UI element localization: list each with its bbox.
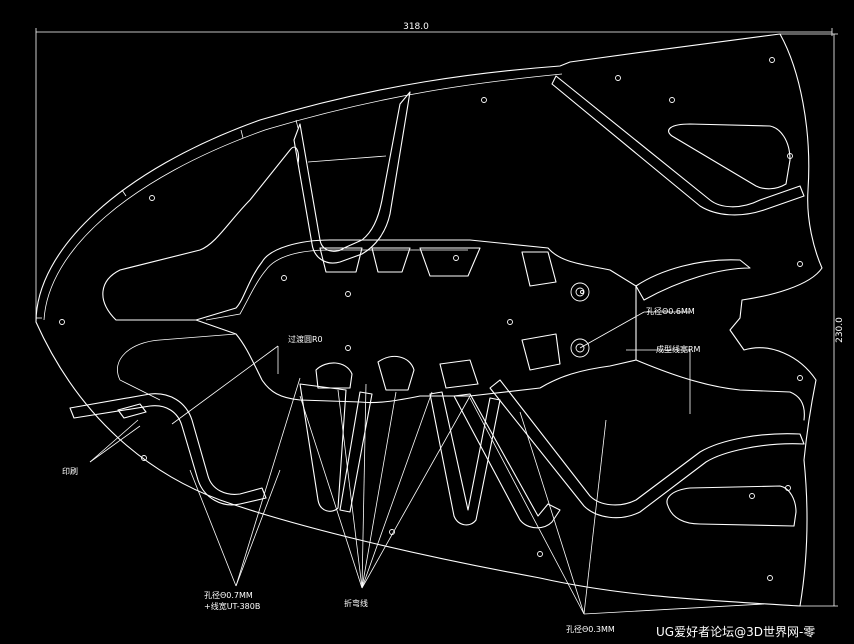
- callout-left-bottom-2: +线宽UT-380B: [204, 601, 260, 611]
- callout-mid: 过渡圆R0: [288, 334, 323, 344]
- callout-right: 成型线宽RM: [656, 344, 701, 354]
- bottom-window-row: [315, 333, 590, 391]
- mounting-holes: [59, 57, 803, 581]
- right-dimension-value: 230.0: [835, 317, 845, 343]
- lower-right-rounded-window: [666, 485, 797, 527]
- outer-offset-line: [43, 73, 563, 321]
- upper-right-slot: [551, 75, 805, 216]
- top-dimension-value: 318.0: [403, 22, 429, 32]
- upper-right-rounded-window: [668, 123, 791, 190]
- left-lower-inner: [117, 333, 237, 401]
- central-inner-offset: [205, 249, 468, 321]
- callout-center-bottom: 折弯线: [344, 598, 368, 608]
- right-lower-sweep: [635, 359, 805, 421]
- right-mid-slot: [635, 259, 751, 301]
- left-lower-arm-offset: [102, 146, 300, 321]
- callout-right-bottom: 孔径Θ0.3MM: [566, 624, 615, 634]
- callout-left-bottom-1: 孔径Θ0.7MM: [204, 590, 253, 600]
- right-dimension: 230.0: [780, 33, 845, 607]
- lower-right-arm: [489, 379, 805, 519]
- top-window-row: [319, 247, 590, 302]
- callout-print: 印刷: [62, 467, 78, 476]
- outline-tabs: [36, 119, 299, 319]
- left-lower-arm: [69, 393, 267, 506]
- outer-outline: [35, 33, 823, 607]
- watermark: UG爱好者论坛@3D世界网-零: [656, 625, 815, 639]
- callout-leaders: [89, 311, 765, 615]
- upper-v-slot: [293, 91, 411, 264]
- upper-v-crossbar: [307, 155, 387, 163]
- top-dimension: 318.0: [35, 22, 833, 320]
- callout-top-hole: 孔径Θ0.6MM: [646, 306, 695, 316]
- print-marker: [117, 403, 147, 419]
- lower-v-slots: [299, 383, 561, 529]
- central-body: [195, 239, 637, 404]
